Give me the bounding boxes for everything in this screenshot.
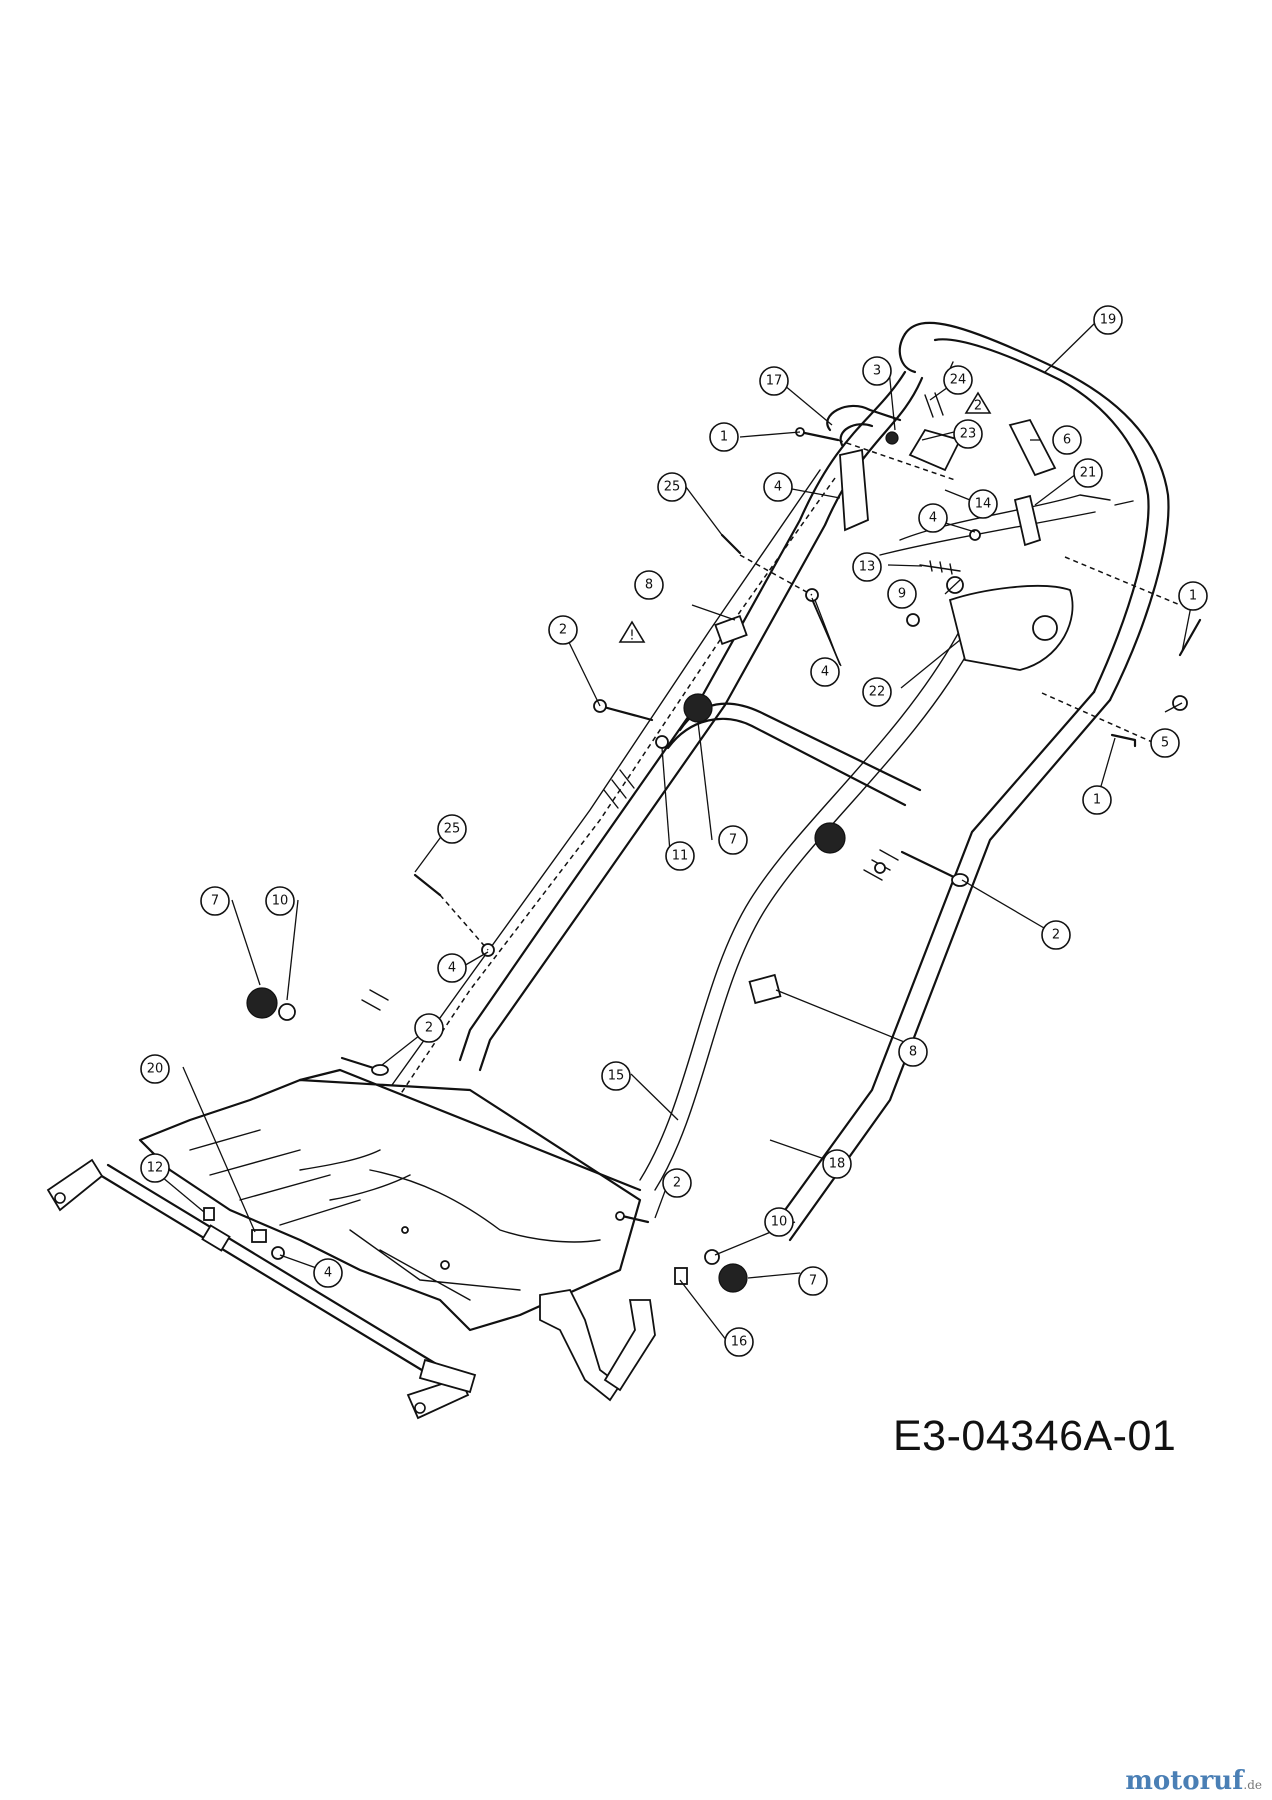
- svg-text:25: 25: [664, 480, 681, 495]
- deck-plate: [138, 1068, 642, 1332]
- handle-frame: [361, 321, 1170, 1242]
- watermark-logo: motoruf.de: [1125, 1766, 1262, 1796]
- svg-text:10: 10: [272, 894, 289, 909]
- callouts: 1 1 1 2 2 2 2 3 4 4 4 4 4 5 6 7 7 7 8 8 …: [140, 305, 1208, 1357]
- callout-16: 16: [724, 1327, 754, 1357]
- svg-text:8: 8: [645, 578, 653, 593]
- callout-2: 2: [414, 1013, 444, 1043]
- svg-text:2: 2: [974, 399, 982, 414]
- svg-text:22: 22: [869, 685, 886, 700]
- svg-text:!: !: [629, 629, 634, 644]
- warning-symbol: ! 2: [618, 391, 992, 644]
- svg-text:21: 21: [1080, 466, 1097, 481]
- callout-2: 2: [1041, 920, 1071, 950]
- svg-text:17: 17: [766, 374, 783, 389]
- svg-text:2: 2: [1052, 928, 1060, 943]
- svg-text:8: 8: [909, 1045, 917, 1060]
- svg-text:6: 6: [1063, 433, 1071, 448]
- assembly-lines: [439, 439, 1181, 951]
- callout-6: 6: [1052, 425, 1082, 455]
- svg-text:5: 5: [1161, 736, 1169, 751]
- callout-9: 9: [887, 579, 917, 609]
- svg-text:12: 12: [147, 1161, 164, 1176]
- svg-text:7: 7: [211, 894, 219, 909]
- svg-text:4: 4: [929, 511, 937, 526]
- callout-17: 17: [759, 366, 789, 396]
- callout-18: 18: [822, 1149, 852, 1179]
- svg-text:18: 18: [829, 1157, 846, 1172]
- svg-text:19: 19: [1100, 313, 1117, 328]
- callout-1: 1: [1082, 785, 1112, 815]
- svg-text:4: 4: [821, 665, 829, 680]
- callout-24: 24: [943, 365, 973, 395]
- callout-1: 1: [1178, 581, 1208, 611]
- callout-7: 7: [798, 1266, 828, 1296]
- callout-12: 12: [140, 1153, 170, 1183]
- svg-text:10: 10: [771, 1215, 788, 1230]
- callout-7: 7: [200, 886, 230, 916]
- svg-text:16: 16: [731, 1335, 748, 1350]
- hardware-parts: [203, 392, 1202, 1402]
- callout-11: 11: [665, 841, 695, 871]
- callout-25: 25: [657, 472, 687, 502]
- svg-text:23: 23: [960, 427, 977, 442]
- svg-text:1: 1: [720, 430, 728, 445]
- svg-text:3: 3: [873, 364, 881, 379]
- callout-14: 14: [968, 489, 998, 519]
- svg-text:4: 4: [448, 961, 456, 976]
- callout-2: 2: [548, 615, 578, 645]
- linkage-rod: [46, 1158, 477, 1420]
- svg-text:4: 4: [324, 1266, 332, 1281]
- callout-21: 21: [1073, 458, 1103, 488]
- callout-7: 7: [718, 825, 748, 855]
- callout-4: 4: [918, 503, 948, 533]
- svg-text:24: 24: [950, 373, 967, 388]
- callout-25: 25: [437, 814, 467, 844]
- svg-text:20: 20: [147, 1062, 164, 1077]
- svg-text:2: 2: [425, 1021, 433, 1036]
- callout-23: 23: [953, 419, 983, 449]
- leader-lines: [161, 319, 1194, 1346]
- callout-10: 10: [764, 1207, 794, 1237]
- callout-8: 8: [634, 570, 664, 600]
- svg-text:25: 25: [444, 822, 461, 837]
- svg-text:2: 2: [559, 623, 567, 638]
- callout-1: 1: [709, 422, 739, 452]
- watermark-brand: motoruf: [1125, 1766, 1244, 1796]
- svg-text:14: 14: [975, 497, 992, 512]
- callout-20: 20: [140, 1054, 170, 1084]
- svg-text:13: 13: [859, 560, 876, 575]
- callout-15: 15: [601, 1061, 631, 1091]
- svg-text:11: 11: [672, 849, 689, 864]
- callout-19: 19: [1093, 305, 1123, 335]
- svg-text:7: 7: [809, 1274, 817, 1289]
- callout-8: 8: [898, 1037, 928, 1067]
- callout-10: 10: [265, 886, 295, 916]
- svg-text:2: 2: [673, 1176, 681, 1191]
- callout-4: 4: [313, 1258, 343, 1288]
- callout-4: 4: [763, 472, 793, 502]
- callout-4: 4: [810, 657, 840, 687]
- callout-13: 13: [852, 552, 882, 582]
- svg-text:9: 9: [898, 587, 906, 602]
- control-cables: [391, 469, 1111, 1191]
- callout-3: 3: [862, 356, 892, 386]
- drawing-code: E3-04346A-01: [893, 1412, 1177, 1460]
- callout-4: 4: [437, 953, 467, 983]
- svg-text:4: 4: [774, 480, 782, 495]
- watermark-suffix: .de: [1243, 1778, 1262, 1792]
- svg-text:1: 1: [1189, 589, 1197, 604]
- svg-text:7: 7: [729, 833, 737, 848]
- svg-text:1: 1: [1093, 793, 1101, 808]
- svg-text:15: 15: [608, 1069, 625, 1084]
- callout-5: 5: [1150, 728, 1180, 758]
- callout-2: 2: [662, 1168, 692, 1198]
- callout-22: 22: [862, 677, 892, 707]
